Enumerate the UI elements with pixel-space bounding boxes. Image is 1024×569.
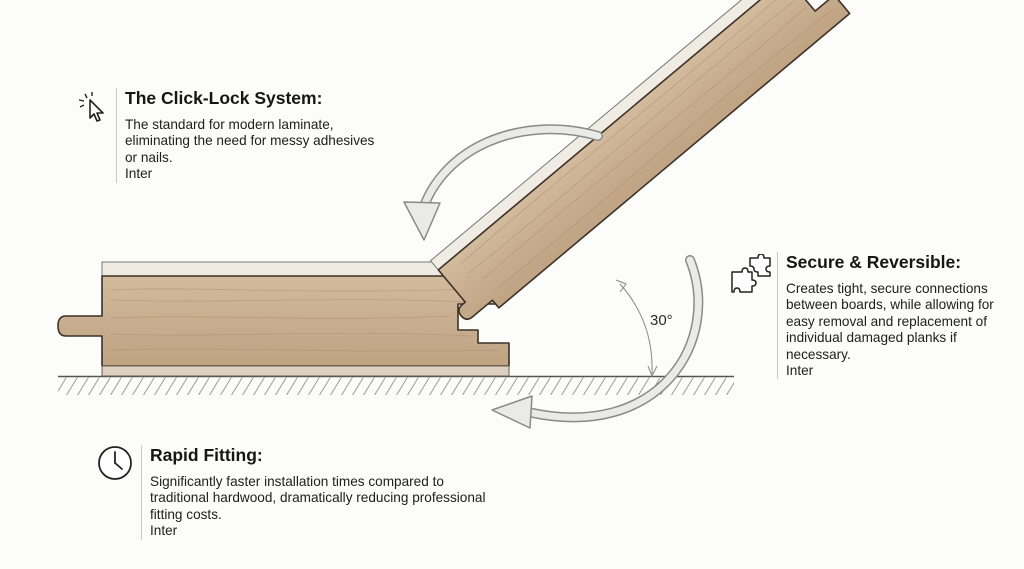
angled-plank — [429, 0, 851, 321]
arrow-rotate-lock — [491, 255, 704, 429]
callout-font-note: Inter — [150, 523, 178, 539]
callout-font-note: Inter — [125, 166, 153, 182]
cursor-click-icon — [78, 92, 104, 122]
arrow-drop-down — [403, 124, 603, 241]
callout-body: The standard for modern laminate, elimin… — [125, 117, 375, 165]
plank-backing — [101, 365, 510, 377]
callout-title: Rapid Fitting: — [150, 445, 263, 465]
plank-body — [57, 275, 510, 367]
callout-title: The Click-Lock System: — [125, 88, 323, 108]
plank-grain — [109, 288, 501, 352]
angle-label: 30° — [650, 312, 673, 329]
callout-body: Creates tight, secure connections betwee… — [786, 281, 994, 362]
callout-secure-reversible: Secure & Reversible: Creates tight, secu… — [777, 252, 1021, 380]
puzzle-pieces-icon — [731, 254, 771, 293]
callout-click-lock: The Click-Lock System: The standard for … — [116, 88, 387, 183]
angled-plank-grain — [459, 0, 834, 291]
plank-wear-layer — [101, 261, 490, 277]
subfloor — [58, 375, 734, 395]
callout-title: Secure & Reversible: — [786, 252, 962, 272]
callout-rapid-fitting: Rapid Fitting: Significantly faster inst… — [141, 445, 495, 540]
callout-body: Significantly faster installation times … — [150, 474, 486, 522]
installed-plank — [57, 261, 510, 377]
angle-indicator — [615, 279, 658, 378]
clock-icon — [98, 446, 132, 480]
callout-font-note: Inter — [786, 363, 814, 379]
